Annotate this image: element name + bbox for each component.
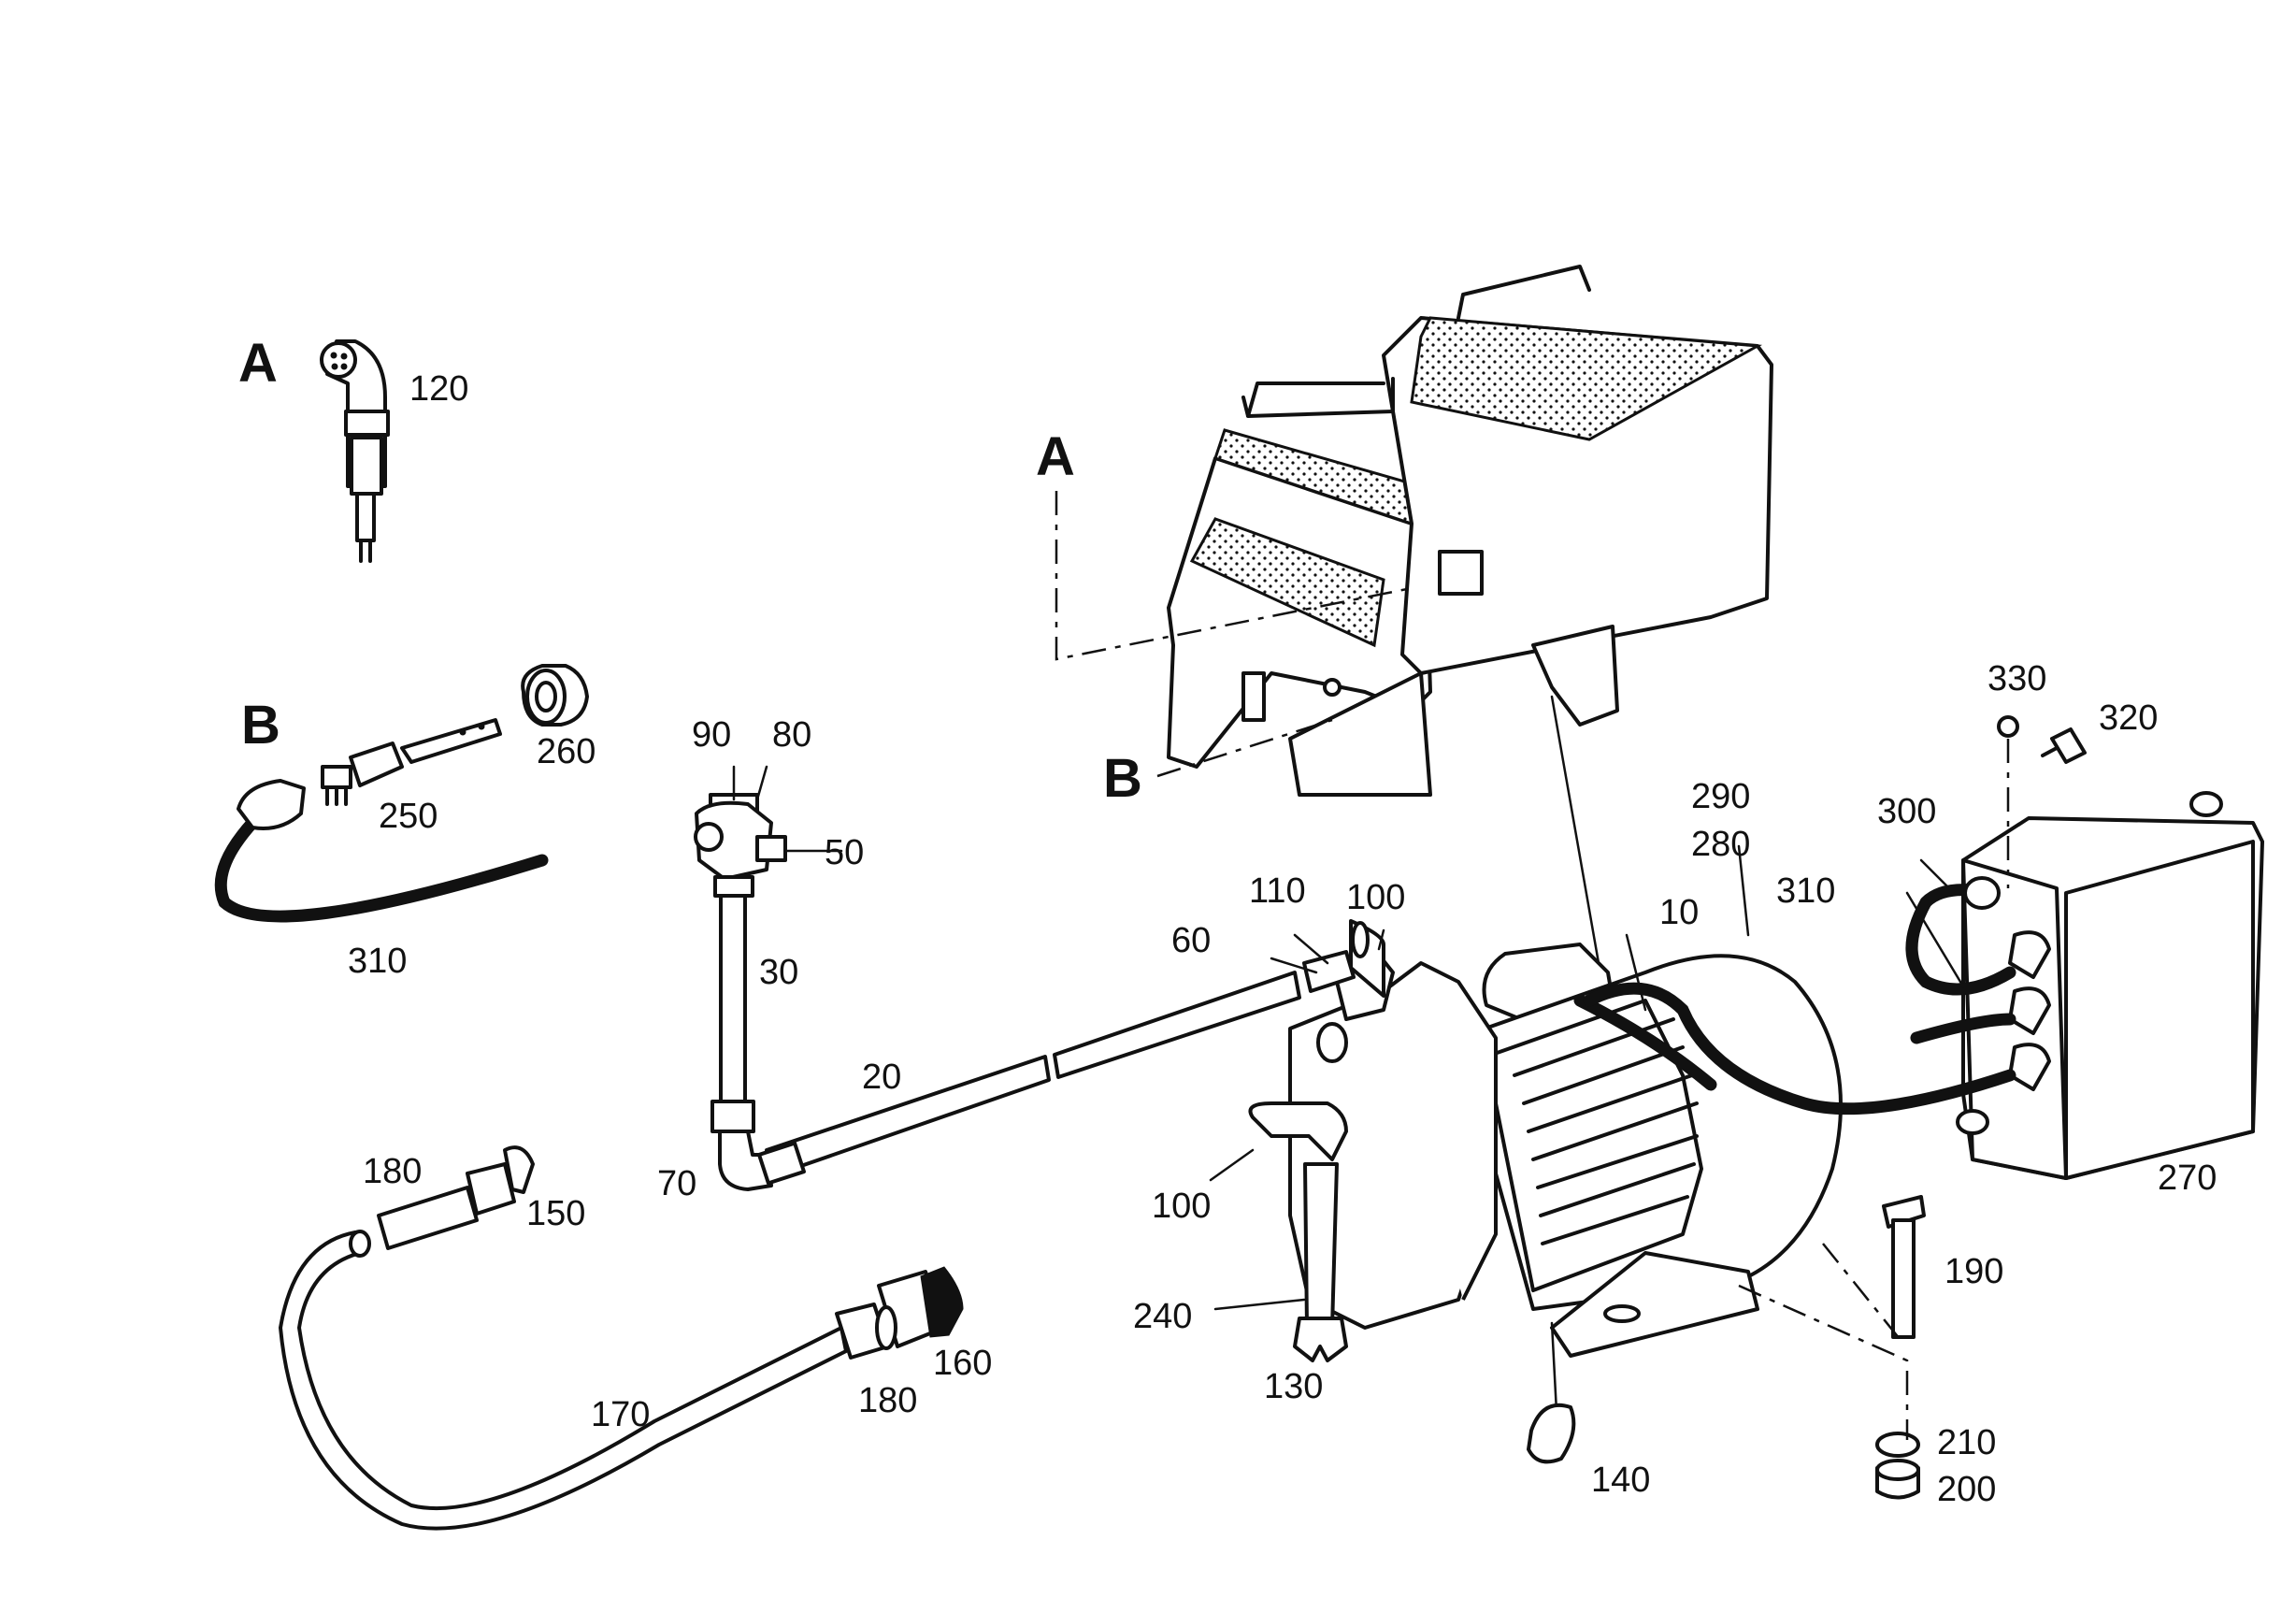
part-label-140: 140 <box>1591 1461 1650 1500</box>
part-label-180-upper: 180 <box>363 1152 422 1191</box>
part-label-180-lower: 180 <box>858 1381 917 1420</box>
assembly-center-lines <box>1055 491 1909 1440</box>
part-label-190: 190 <box>1944 1252 2003 1291</box>
part-label-110: 110 <box>1249 871 1306 911</box>
part-label-330: 330 <box>1987 659 2046 698</box>
part-label-50: 50 <box>825 833 864 872</box>
part-label-30: 30 <box>759 953 798 992</box>
part-label-260: 260 <box>537 732 596 771</box>
pump-motor-unit <box>1248 919 1843 1464</box>
part-label-100-upper: 100 <box>1346 878 1405 917</box>
part-label-300: 300 <box>1877 792 1936 831</box>
part-label-150: 150 <box>526 1194 585 1233</box>
view-marker-a-detail: A <box>238 333 278 394</box>
part-label-320: 320 <box>2099 698 2158 738</box>
part-label-210: 210 <box>1937 1423 1996 1462</box>
suction-pipe-assembly <box>694 793 1301 1191</box>
part-label-160: 160 <box>933 1344 992 1383</box>
leader-lines <box>732 765 1965 1311</box>
part-label-290: 290 <box>1691 777 1750 816</box>
part-label-310-wire: 310 <box>1776 871 1835 911</box>
part-label-20: 20 <box>862 1058 901 1097</box>
part-label-100-lower: 100 <box>1152 1187 1211 1226</box>
part-label-90: 90 <box>692 715 731 755</box>
detail-b-sensor-assembly <box>214 664 589 923</box>
part-label-80: 80 <box>772 715 811 755</box>
part-label-60: 60 <box>1171 921 1211 960</box>
part-label-280: 280 <box>1691 825 1750 864</box>
part-label-200: 200 <box>1937 1470 1996 1509</box>
view-marker-b-detail: B <box>241 695 280 756</box>
mounting-hardware <box>1875 1195 1926 1500</box>
part-label-10: 10 <box>1659 893 1699 932</box>
control-unit-housing <box>1167 265 1773 797</box>
part-label-120: 120 <box>409 369 468 409</box>
view-marker-a-housing: A <box>1036 426 1075 487</box>
part-label-240: 240 <box>1133 1297 1192 1336</box>
part-label-270: 270 <box>2158 1159 2217 1198</box>
terminal-box-assembly <box>1583 715 2264 1180</box>
part-label-170: 170 <box>591 1395 650 1434</box>
part-label-310-cable: 310 <box>348 942 407 981</box>
part-label-130: 130 <box>1264 1367 1323 1406</box>
part-label-250: 250 <box>379 797 438 836</box>
detail-a-elbow-connector <box>320 339 390 563</box>
suction-hose-assembly <box>279 1145 964 1531</box>
view-marker-b-housing: B <box>1103 748 1142 809</box>
part-label-70: 70 <box>657 1164 696 1203</box>
